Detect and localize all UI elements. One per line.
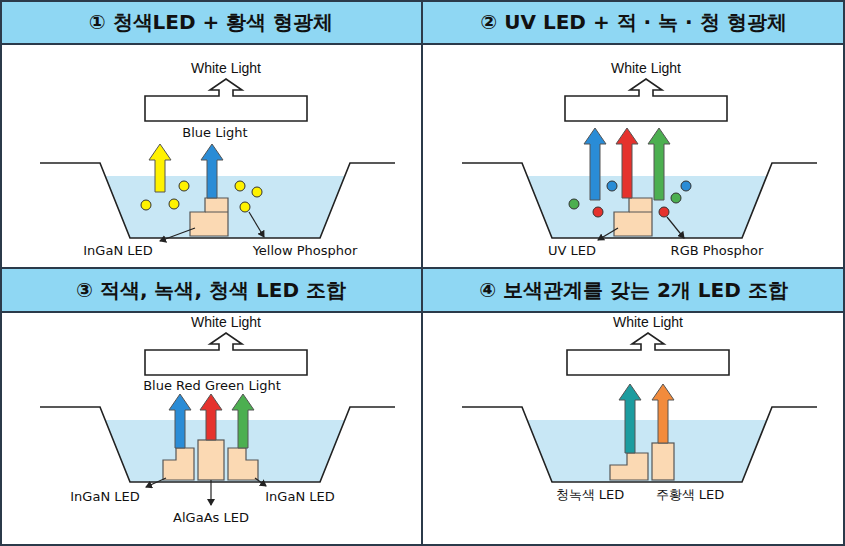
light-label: White Light <box>566 314 730 331</box>
light-label: White Light <box>144 60 308 77</box>
part-label: 청녹색 LED <box>556 487 625 502</box>
part-label: Blue Red Green Light <box>143 378 281 393</box>
panel-header: ① 청색LED + 황색 형광체 <box>1 1 421 44</box>
panel-header: ② UV LED + 적 · 녹 · 청 형광체 <box>423 1 844 44</box>
panel-header: ④ 보색관계를 갖는 2개 LED 조합 <box>423 269 844 312</box>
header-title: ② UV LED + 적 · 녹 · 청 형광체 <box>480 9 786 36</box>
white-light-box: White Light <box>144 60 308 122</box>
white-light-box: White Light <box>566 314 730 376</box>
part-label: Blue Light <box>182 125 247 140</box>
part-label: RGB Phosphor <box>671 243 764 258</box>
header-title: ④ 보색관계를 갖는 2개 LED 조합 <box>479 277 788 304</box>
light-label: White Light <box>144 314 308 331</box>
header-title: ③ 적색, 녹색, 청색 LED 조합 <box>76 277 346 304</box>
white-light-box: White Light <box>144 314 308 376</box>
panel-3-art <box>40 394 395 505</box>
panel-header: ③ 적색, 녹색, 청색 LED 조합 <box>1 269 421 312</box>
part-label: InGaN LED <box>83 243 152 258</box>
part-label: UV LED <box>548 243 596 258</box>
part-label: Yellow Phosphor <box>253 243 358 258</box>
part-label: InGaN LED <box>265 489 334 504</box>
light-label: White Light <box>564 60 728 77</box>
panel-2-art <box>462 128 817 240</box>
part-label: 주황색 LED <box>656 487 725 502</box>
white-light-box: White Light <box>564 60 728 122</box>
header-title: ① 청색LED + 황색 형광체 <box>89 9 334 36</box>
panel-4-art <box>462 384 817 482</box>
part-label: AlGaAs LED <box>173 510 249 525</box>
part-label: InGaN LED <box>70 489 139 504</box>
panel-1-art <box>40 144 395 241</box>
